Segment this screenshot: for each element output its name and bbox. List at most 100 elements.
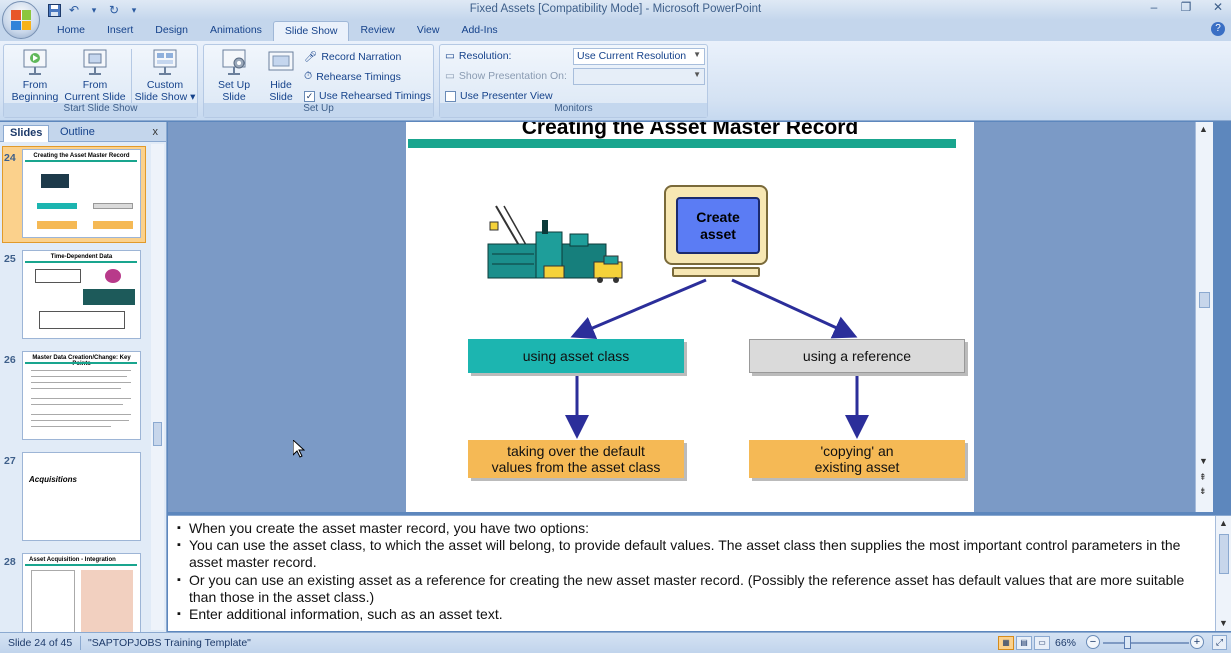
previous-slide-icon[interactable]: ⇞ <box>1199 472 1207 482</box>
thumbnail-shape <box>37 221 77 229</box>
zoom-out-icon[interactable]: − <box>1086 635 1100 649</box>
use-rehearsed-timings-check-icon[interactable]: ✓ <box>304 90 315 102</box>
pane-tabs: Slides Outline x <box>0 122 166 142</box>
arrow-to-reference <box>731 278 858 339</box>
hide-slide-label: Hide Slide <box>269 79 293 103</box>
minimize-button[interactable]: – <box>1150 0 1158 14</box>
thumbnail-band <box>25 564 137 566</box>
group-label-start-slide-show: Start Slide Show <box>4 103 197 117</box>
use-presenter-view-checkbox[interactable]: Use Presenter View <box>445 90 553 102</box>
rehearse-timings-label: Rehearse Timings <box>316 70 401 83</box>
zoom-slider-thumb[interactable] <box>1124 636 1131 649</box>
notes-scrollbar[interactable]: ▲ ▼ <box>1215 516 1231 631</box>
qat-dropdown-icon[interactable]: ▾ <box>91 4 97 15</box>
thumbnail-shape <box>35 269 81 283</box>
thumbnail-shape <box>105 269 121 283</box>
slide-editing-area: Creating the Asset Master Record Create … <box>168 122 1213 512</box>
office-button[interactable] <box>2 1 40 39</box>
normal-view-icon[interactable]: ▦ <box>998 636 1014 650</box>
use-presenter-view-label: Use Presenter View <box>460 90 553 102</box>
thumbnail-text-line <box>31 382 131 383</box>
close-button[interactable]: ✕ <box>1212 0 1224 14</box>
group-start-slide-show: From Beginning From Current Slide Custom… <box>3 44 198 118</box>
slide-title[interactable]: Creating the Asset Master Record <box>521 122 859 139</box>
scroll-down-icon[interactable]: ▼ <box>1219 618 1228 628</box>
thumbnail-number: 27 <box>4 455 16 467</box>
scrollbar-thumb[interactable] <box>1219 534 1229 574</box>
tab-design[interactable]: Design <box>155 24 188 36</box>
slide-thumbnail-25[interactable]: Time-Dependent Data <box>22 250 141 339</box>
thumbnail-text-line <box>31 398 131 399</box>
tab-home[interactable]: Home <box>57 24 86 36</box>
monitor-icon: ▭ <box>445 50 455 62</box>
tab-animations[interactable]: Animations <box>209 24 262 36</box>
hide-slide-button[interactable]: Hide Slide <box>264 47 298 103</box>
tab-slides[interactable]: Slides <box>3 125 50 142</box>
thumbnail-band <box>25 362 137 364</box>
help-icon[interactable]: ? <box>1211 22 1225 36</box>
display-icon: ▭ <box>445 70 455 82</box>
record-narration-button[interactable]: 🎤︎ Record Narration <box>304 50 401 64</box>
redo-icon[interactable]: ↻ <box>108 3 120 17</box>
tab-review[interactable]: Review <box>360 24 395 36</box>
resolution-dropdown[interactable]: Use Current Resolution ▼ <box>573 48 705 65</box>
thumbnail-shape <box>81 570 133 634</box>
notes-pane[interactable]: When you create the asset master record,… <box>168 515 1231 631</box>
close-pane-icon[interactable]: x <box>152 126 159 138</box>
slide-thumbnail-27[interactable]: Acquisitions <box>22 452 141 541</box>
monitor-frame: Create asset <box>664 185 768 265</box>
slide-canvas[interactable]: Creating the Asset Master Record Create … <box>406 122 974 512</box>
thumbnail-shape <box>37 203 77 209</box>
scrollbar-thumb[interactable] <box>1199 292 1210 308</box>
tab-slide-show[interactable]: Slide Show <box>272 21 350 41</box>
scrollbar-thumb[interactable] <box>153 422 162 446</box>
scroll-up-icon[interactable]: ▲ <box>1219 518 1228 528</box>
slide-scrollbar[interactable]: ▲ ▼ ⇞ ⇟ <box>1195 122 1213 512</box>
microphone-icon: 🎤︎ <box>304 51 318 63</box>
zoom-slider-track[interactable] <box>1103 642 1189 644</box>
scroll-up-icon[interactable]: ▲ <box>1199 124 1208 134</box>
use-presenter-view-check-icon[interactable] <box>445 90 456 102</box>
undo-icon[interactable]: ↶ <box>68 3 80 17</box>
zoom-in-icon[interactable]: + <box>1190 635 1204 649</box>
tab-view[interactable]: View <box>416 24 440 36</box>
tab-add-ins[interactable]: Add-Ins <box>461 24 498 36</box>
thumbnail-text-line <box>31 414 131 415</box>
using-a-reference-label: using a reference <box>802 348 912 364</box>
chevron-down-icon: ▼ <box>693 70 701 79</box>
next-slide-icon[interactable]: ⇟ <box>1199 486 1207 496</box>
custom-slide-show-icon <box>150 47 180 77</box>
copying-existing-asset-label: 'copying' an existing asset <box>814 443 900 475</box>
fit-to-window-icon[interactable]: ⤢ <box>1212 635 1227 650</box>
thumbnail-text-line <box>31 404 123 405</box>
scroll-down-icon[interactable]: ▼ <box>1199 456 1208 466</box>
thumbnail-shape <box>39 311 125 329</box>
slide-thumbnail-28[interactable]: Asset Acquisition - Integration <box>22 553 141 642</box>
group-set-up: Set Up Slide Show Hide Slide 🎤︎ Record N… <box>203 44 434 118</box>
custom-slide-show-button[interactable]: Custom Slide Show ▾ <box>134 47 196 103</box>
slide-thumbnail-26[interactable]: Master Data Creation/Change: Key Points <box>22 351 141 440</box>
status-divider <box>80 636 81 650</box>
restore-button[interactable]: ❐ <box>1180 0 1192 14</box>
from-current-slide-button[interactable]: From Current Slide <box>64 47 126 103</box>
customize-qat-icon[interactable]: ▾ <box>131 4 137 15</box>
thumbnail-number: 26 <box>4 354 16 366</box>
notes-bullet: Enter additional information, such as an… <box>177 606 1201 623</box>
zoom-level[interactable]: 66% <box>1055 637 1077 649</box>
using-a-reference-box: using a reference <box>749 339 965 373</box>
mouse-cursor-icon <box>293 440 305 458</box>
use-rehearsed-timings-checkbox[interactable]: ✓ Use Rehearsed Timings <box>304 90 431 102</box>
slides-pane-scrollbar[interactable] <box>151 144 164 630</box>
slide-show-view-icon[interactable]: ▭ <box>1034 636 1050 650</box>
save-icon[interactable] <box>46 2 62 18</box>
resolution-label-row: ▭ Resolution: <box>445 50 511 62</box>
monitor-screen: Create asset <box>676 197 760 254</box>
notes-bullet: You can use the asset class, to which th… <box>177 537 1201 571</box>
show-presentation-on-dropdown: ▼ <box>573 68 705 85</box>
rehearse-timings-button[interactable]: ⏱︎ Rehearse Timings <box>304 70 401 83</box>
from-beginning-button[interactable]: From Beginning <box>8 47 62 103</box>
slide-sorter-view-icon[interactable]: ▤ <box>1016 636 1032 650</box>
tab-insert[interactable]: Insert <box>107 24 134 36</box>
slide-thumbnail-24[interactable]: Creating the Asset Master Record <box>22 149 141 238</box>
tab-outline[interactable]: Outline <box>60 126 95 138</box>
